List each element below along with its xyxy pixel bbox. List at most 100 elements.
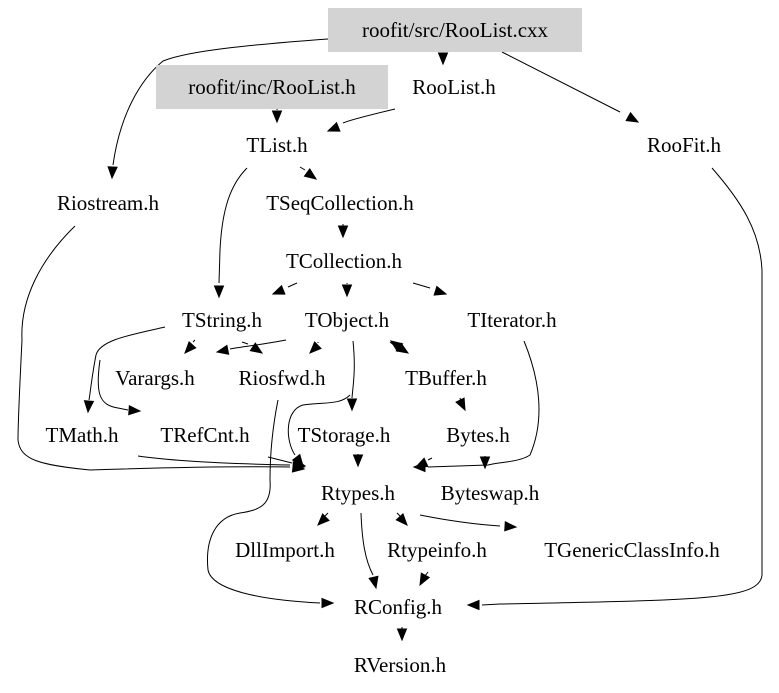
node-label: TString.h (182, 308, 262, 332)
arrowhead-icon (317, 513, 330, 526)
edge-line (241, 341, 249, 345)
arrowhead-icon (625, 111, 640, 123)
node-label: TBuffer.h (405, 366, 487, 390)
edge-rtypes-to-dllimport (317, 512, 330, 526)
arrowhead-icon (396, 628, 408, 642)
node-label: TObject.h (305, 308, 390, 332)
node-tseqcollection[interactable]: TSeqCollection.h (266, 191, 414, 215)
arrowhead-icon (107, 166, 118, 180)
edge-line (299, 166, 306, 171)
node-roolist-cxx[interactable]: roofit/src/RooList.cxx (328, 8, 582, 52)
edge-line (360, 512, 374, 576)
edge-tobject-to-tstorage (346, 340, 358, 412)
node-riostream[interactable]: Riostream.h (57, 191, 160, 215)
node-roolist-h[interactable]: RooList.h (412, 75, 496, 99)
edge-tstring-to-varargs (184, 339, 197, 354)
node-varargs[interactable]: Varargs.h (115, 366, 195, 390)
node-tgenericclassinfo[interactable]: TGenericClassInfo.h (544, 538, 720, 562)
edges-layer (17, 38, 763, 642)
node-tstring[interactable]: TString.h (182, 308, 262, 332)
node-tmath[interactable]: TMath.h (46, 423, 119, 447)
edge-line (342, 108, 396, 124)
edge-rtypes-to-rconfig (360, 512, 379, 590)
node-tbuffer[interactable]: TBuffer.h (405, 366, 487, 390)
edge-line (192, 339, 196, 343)
edge-tlist-to-tstring (213, 167, 248, 299)
node-label: Riostream.h (57, 191, 160, 215)
edge-rtypeinfo-to-rconfig (419, 571, 431, 587)
node-tobject[interactable]: TObject.h (305, 308, 390, 332)
arrowhead-icon (455, 397, 466, 412)
node-label: RooList.h (412, 75, 496, 99)
edge-bytes-to-byteswap (479, 456, 491, 470)
arrowhead-icon (337, 225, 349, 239)
arrowhead-icon (215, 344, 230, 355)
node-titerator[interactable]: TIterator.h (467, 308, 557, 332)
arrowhead-icon (249, 342, 264, 354)
arrowhead-icon (321, 597, 335, 609)
edge-roofit-to-rconfig (466, 167, 763, 611)
node-label: RooFit.h (647, 133, 722, 157)
edge-tcollection-to-titerator (412, 282, 448, 296)
arrowhead-icon (341, 284, 353, 298)
edge-line (97, 359, 129, 411)
node-label: TIterator.h (467, 308, 557, 332)
node-label: TRefCnt.h (160, 423, 250, 447)
node-rtypes[interactable]: Rtypes.h (321, 481, 396, 505)
node-tstorage[interactable]: TStorage.h (298, 423, 391, 447)
arrowhead-icon (271, 110, 283, 124)
node-tcollection[interactable]: TCollection.h (286, 249, 403, 273)
arrowhead-icon (83, 400, 95, 414)
edge-bytes-to-rtypes (414, 457, 433, 468)
arrowhead-icon (414, 457, 429, 468)
arrowhead-icon (213, 285, 225, 299)
edge-tseqcollection-to-tcollection (337, 224, 349, 239)
edge-tobject-to-riosfwd (309, 341, 322, 354)
node-rtypeinfo[interactable]: Rtypeinfo.h (387, 538, 487, 562)
node-dllimport[interactable]: DllImport.h (235, 538, 335, 562)
arrowhead-icon (346, 398, 358, 412)
edge-line (427, 457, 433, 461)
arrowhead-icon (309, 341, 322, 354)
node-label: Rtypeinfo.h (387, 538, 487, 562)
node-roolist-inc[interactable]: roofit/inc/RooList.h (156, 65, 388, 109)
arrowhead-icon (352, 454, 364, 468)
arrowhead-icon (326, 121, 341, 132)
node-label: TStorage.h (298, 423, 391, 447)
node-rconfig[interactable]: RConfig.h (354, 595, 443, 619)
arrowhead-icon (292, 458, 307, 469)
node-byteswap[interactable]: Byteswap.h (441, 481, 540, 505)
edge-line (206, 399, 321, 604)
edge-tlist-to-tseqcollection (299, 166, 318, 180)
node-label: Bytes.h (446, 423, 510, 447)
node-roofit[interactable]: RooFit.h (647, 133, 722, 157)
edge-roolist_h-to-tlist (326, 108, 396, 132)
edge-line (396, 512, 401, 517)
edge-line (137, 455, 291, 466)
node-label: DllImport.h (235, 538, 335, 562)
node-bytes[interactable]: Bytes.h (446, 423, 510, 447)
edge-line (112, 38, 329, 166)
node-label: TList.h (246, 133, 308, 157)
edge-roolist_cxx-to-roofit (501, 51, 640, 123)
edge-riosfwd-to-rconfig (206, 399, 335, 609)
edge-roolist_cxx-to-riostream (107, 38, 329, 180)
edge-line (351, 340, 355, 399)
node-label: TCollection.h (286, 249, 403, 273)
edge-roolist_inc-to-tlist (271, 108, 283, 124)
arrowhead-icon (303, 167, 318, 180)
node-label: roofit/src/RooList.cxx (362, 18, 549, 42)
node-label: Rtypes.h (321, 481, 396, 505)
node-rversion[interactable]: RVersion.h (354, 653, 447, 677)
edge-line (399, 346, 406, 353)
edge-tstorage-to-rtypes (352, 454, 364, 468)
edge-tstring-to-trefcnt (97, 359, 142, 416)
arrowhead-icon (437, 52, 449, 66)
edge-line (419, 514, 501, 527)
node-tlist[interactable]: TList.h (246, 133, 308, 157)
edge-line (427, 340, 540, 468)
node-trefcnt[interactable]: TRefCnt.h (160, 423, 250, 447)
node-riosfwd[interactable]: Riosfwd.h (239, 366, 326, 390)
node-highlight-box (156, 65, 388, 109)
node-label: RVersion.h (354, 653, 447, 677)
